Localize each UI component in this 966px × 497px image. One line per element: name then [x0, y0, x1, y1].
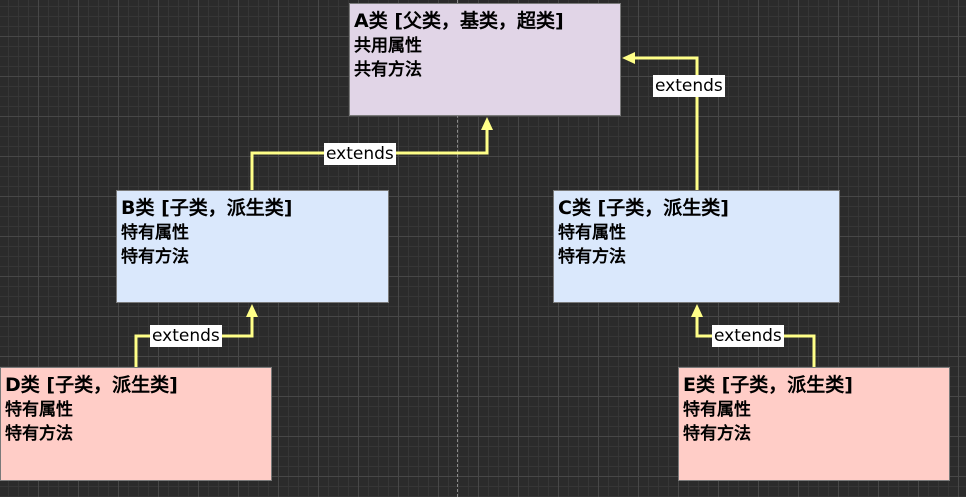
class-attributes-c: 特有属性	[558, 223, 626, 243]
class-title-d: D类 [子类，派生类]	[5, 374, 178, 396]
class-box-e[interactable]: E类 [子类，派生类] 特有属性 特有方法	[678, 367, 950, 481]
edge-label-b-to-a: extends	[324, 143, 396, 165]
arrowhead-b-to-a	[481, 117, 493, 130]
class-attributes-b: 特有属性	[121, 223, 189, 243]
class-methods-c: 特有方法	[558, 247, 626, 267]
edge-label-e-to-c: extends	[712, 325, 784, 347]
class-title-b: B类 [子类，派生类]	[121, 197, 293, 219]
class-title-e: E类 [子类，派生类]	[683, 374, 853, 396]
class-methods-e: 特有方法	[683, 424, 751, 444]
class-box-d[interactable]: D类 [子类，派生类] 特有属性 特有方法	[0, 367, 272, 481]
class-attributes-d: 特有属性	[5, 400, 73, 420]
class-attributes-a: 共用属性	[354, 36, 422, 56]
arrowhead-c-to-a	[622, 52, 635, 64]
class-box-a[interactable]: A类 [父类，基类，超类] 共用属性 共有方法	[349, 3, 621, 116]
connector-c-to-a[interactable]	[633, 56, 699, 190]
class-box-b[interactable]: B类 [子类，派生类] 特有属性 特有方法	[116, 190, 389, 303]
class-title-a: A类 [父类，基类，超类]	[354, 10, 564, 32]
class-attributes-e: 特有属性	[683, 400, 751, 420]
arrowhead-d-to-b	[246, 304, 258, 317]
arrowhead-e-to-c	[691, 304, 703, 317]
class-methods-a: 共有方法	[354, 60, 422, 80]
class-methods-d: 特有方法	[5, 424, 73, 444]
class-methods-b: 特有方法	[121, 247, 189, 267]
center-guide-line	[457, 0, 458, 497]
edge-label-c-to-a: extends	[653, 75, 725, 97]
edge-label-d-to-b: extends	[150, 325, 222, 347]
class-title-c: C类 [子类，派生类]	[558, 197, 729, 219]
class-box-c[interactable]: C类 [子类，派生类] 特有属性 特有方法	[553, 190, 840, 303]
